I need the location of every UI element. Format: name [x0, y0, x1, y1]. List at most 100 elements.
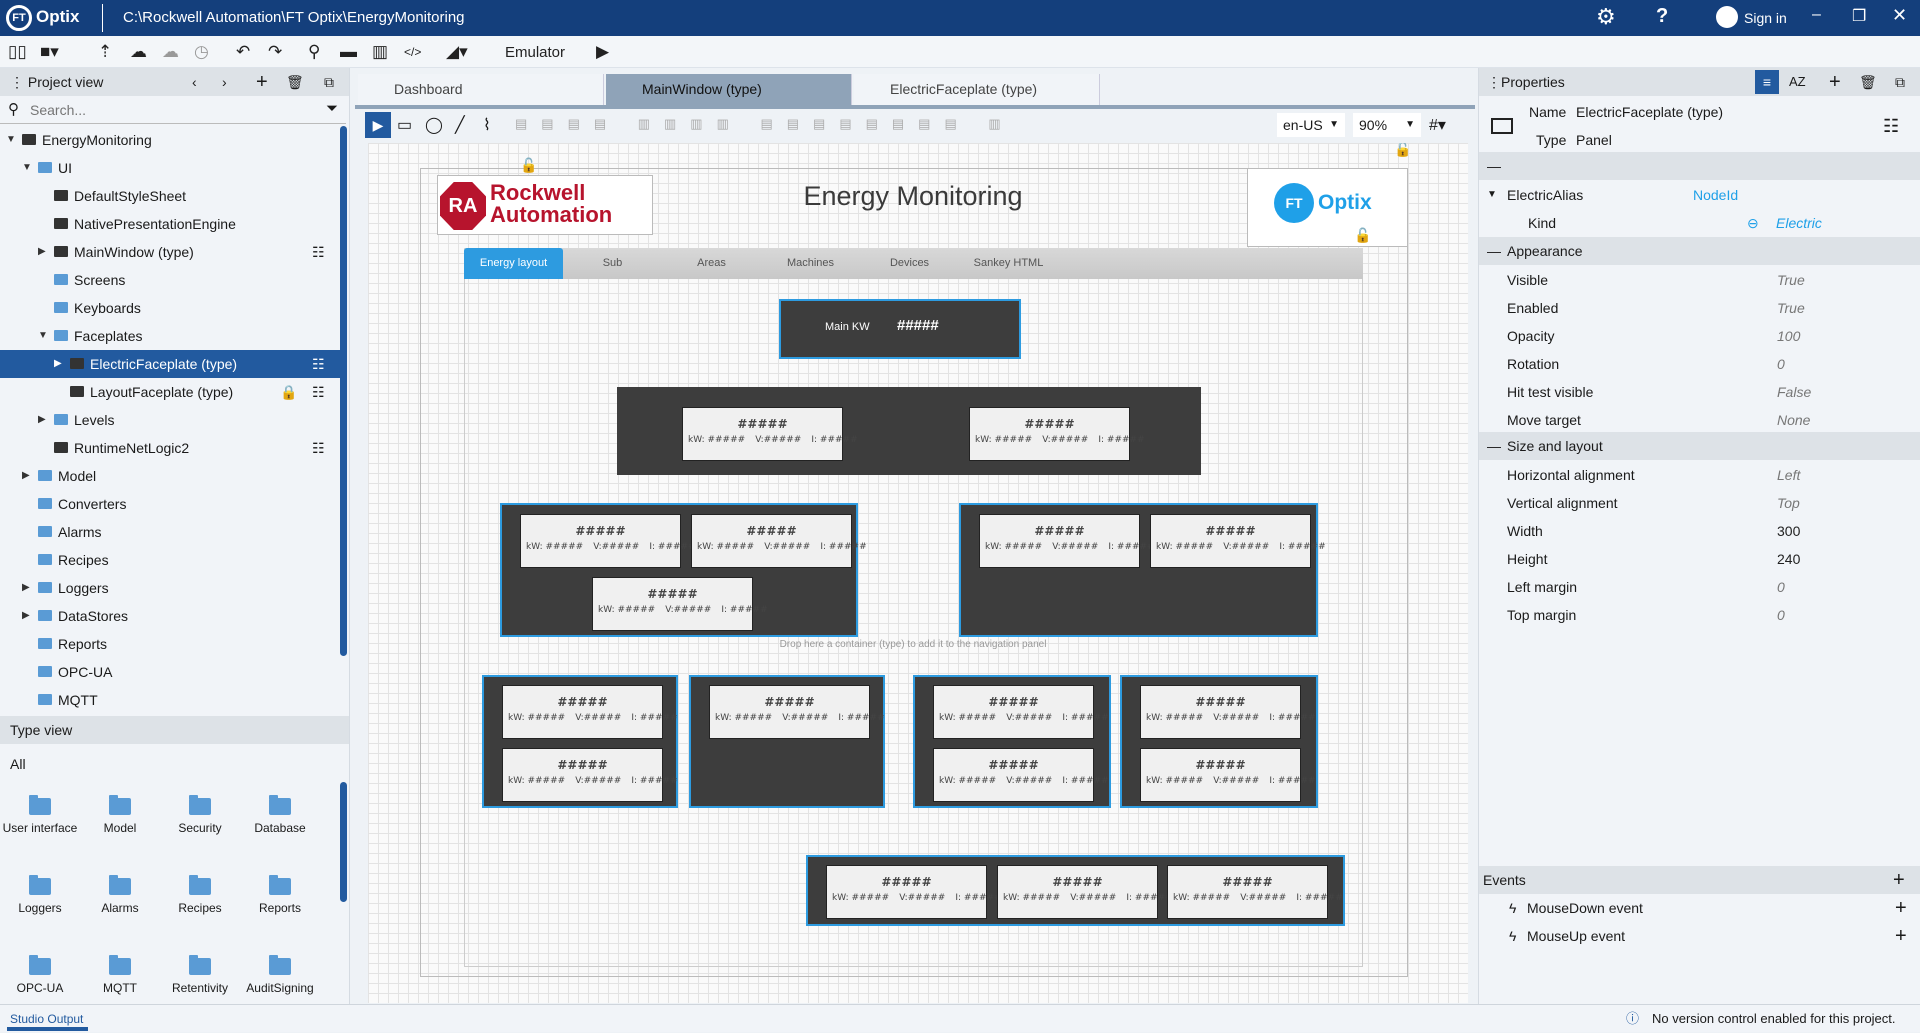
- lock-open-icon[interactable]: 🔓: [1354, 227, 1372, 243]
- run-icon[interactable]: ▶: [596, 42, 610, 61]
- type-view-filter[interactable]: All: [10, 756, 26, 772]
- electric-faceplate[interactable]: #####kW: #####V:#####I: #####: [682, 407, 858, 461]
- tree-item[interactable]: ▶Levels: [0, 406, 340, 434]
- collapse-icon[interactable]: —: [1487, 243, 1501, 259]
- add-event-icon[interactable]: +: [1893, 869, 1905, 891]
- emulator-dropdown[interactable]: Emulator: [505, 44, 566, 61]
- electric-faceplate[interactable]: #####kW: #####V:#####I: #####: [1140, 748, 1316, 802]
- nav-tab[interactable]: Sub: [602, 257, 623, 269]
- type-item[interactable]: OPC-UA: [0, 955, 80, 995]
- nav-tab[interactable]: Areas: [697, 257, 726, 269]
- design-canvas[interactable]: RA Rockwell Automation Energy Monitoring…: [368, 143, 1468, 1003]
- undo-icon[interactable]: ↶: [236, 42, 251, 61]
- type-item[interactable]: Security: [160, 795, 240, 835]
- upload-icon[interactable]: ☁: [130, 42, 147, 61]
- type-item[interactable]: Alarms: [80, 875, 160, 915]
- chevron-right-icon[interactable]: ▶: [22, 470, 30, 481]
- tree-item[interactable]: ▼UI: [0, 154, 340, 182]
- lock-open-icon[interactable]: 🔓: [1394, 143, 1412, 157]
- type-item[interactable]: AuditSigning: [240, 955, 320, 995]
- ellipse-tool-icon[interactable]: ◯: [425, 117, 443, 134]
- chevron-right-icon[interactable]: ▶: [22, 610, 30, 621]
- tree-item[interactable]: DefaultStyleSheet: [0, 182, 340, 210]
- tree-item[interactable]: ▼Faceplates: [0, 322, 340, 350]
- section-appearance[interactable]: —Appearance: [1479, 237, 1920, 265]
- type-item[interactable]: Model: [80, 795, 160, 835]
- tree-item[interactable]: Converters: [0, 490, 340, 518]
- electric-faceplate[interactable]: #####kW: #####V:#####I: #####: [979, 514, 1155, 568]
- edit-settings-icon[interactable]: ☷: [1883, 116, 1900, 136]
- zoom-dropdown[interactable]: 90%▼: [1353, 113, 1421, 137]
- kind-value[interactable]: Electric: [1776, 215, 1822, 231]
- sign-in-button[interactable]: Sign in: [1744, 10, 1787, 26]
- select-tool-icon[interactable]: ▶: [365, 112, 391, 138]
- delete-icon[interactable]: 🗑: [286, 74, 304, 90]
- locale-dropdown[interactable]: en-US▼: [1277, 113, 1345, 137]
- filter-view-icon[interactable]: ≡: [1755, 70, 1779, 94]
- property-value[interactable]: 300: [1777, 523, 1801, 539]
- tree-item[interactable]: NativePresentationEngine: [0, 210, 340, 238]
- edit-settings-icon[interactable]: ☷: [312, 384, 325, 400]
- tree-item[interactable]: ▶MainWindow (type)☷: [0, 238, 340, 266]
- property-value[interactable]: False: [1777, 384, 1812, 400]
- add-icon[interactable]: +: [1829, 71, 1841, 93]
- add-handler-icon[interactable]: +: [1895, 897, 1907, 919]
- popout-icon[interactable]: ⧉: [324, 74, 334, 90]
- tree-item[interactable]: ▶DataStores: [0, 602, 340, 630]
- property-value[interactable]: 100: [1777, 328, 1801, 344]
- property-value[interactable]: 240: [1777, 551, 1801, 567]
- electric-faceplate[interactable]: #####kW: #####V:#####I: #####: [1167, 865, 1343, 919]
- filter-icon[interactable]: ⏷: [326, 100, 339, 117]
- tree-item[interactable]: Recipes: [0, 546, 340, 574]
- chevron-down-icon[interactable]: ▼: [6, 134, 16, 145]
- polyline-tool-icon[interactable]: ⌇: [483, 117, 491, 134]
- name-value[interactable]: ElectricFaceplate (type): [1576, 104, 1724, 120]
- type-item[interactable]: User interface: [0, 795, 80, 835]
- delete-icon[interactable]: 🗑: [1859, 74, 1877, 90]
- nav-tab[interactable]: Energy layout: [464, 248, 563, 279]
- electric-faceplate[interactable]: #####kW: #####V:#####I: #####: [1150, 514, 1326, 568]
- code-icon[interactable]: </>: [404, 45, 422, 59]
- tree-item[interactable]: RuntimeNetLogic2☷: [0, 434, 340, 462]
- chevron-right-icon[interactable]: ▶: [54, 358, 62, 369]
- nav-tab[interactable]: Devices: [889, 257, 930, 269]
- nav-tab[interactable]: Sankey HTML: [973, 257, 1044, 269]
- chevron-down-icon[interactable]: ▼: [38, 330, 48, 341]
- menu-icon[interactable]: ⋮: [10, 74, 28, 90]
- history-icon[interactable]: ◷: [194, 42, 209, 61]
- type-item[interactable]: Recipes: [160, 875, 240, 915]
- tree-item[interactable]: Keyboards: [0, 294, 340, 322]
- search-icon[interactable]: ⚲: [308, 42, 321, 61]
- property-value[interactable]: Top: [1777, 495, 1800, 511]
- user-icon[interactable]: [1716, 6, 1738, 28]
- lock-open-icon[interactable]: 🔓: [520, 157, 538, 173]
- back-icon[interactable]: ‹: [192, 74, 197, 90]
- minimize-button[interactable]: –: [1812, 6, 1821, 23]
- line-tool-icon[interactable]: ╱: [455, 117, 465, 134]
- settings-icon[interactable]: ⚙: [1596, 4, 1616, 29]
- type-item[interactable]: Loggers: [0, 875, 80, 915]
- restore-button[interactable]: ❐: [1852, 8, 1867, 25]
- nav-tab[interactable]: Machines: [786, 257, 835, 269]
- tree-item[interactable]: Alarms: [0, 518, 340, 546]
- close-button[interactable]: ✕: [1892, 5, 1908, 25]
- electric-faceplate[interactable]: #####kW: #####V:#####I: #####: [933, 685, 1109, 739]
- forward-icon[interactable]: ›: [222, 74, 227, 90]
- project-search-input[interactable]: [30, 100, 310, 120]
- tree-item[interactable]: ▶Loggers: [0, 574, 340, 602]
- electric-faceplate[interactable]: #####kW: #####V:#####I: #####: [502, 685, 678, 739]
- section-size[interactable]: —Size and layout: [1479, 432, 1920, 460]
- section-collapse[interactable]: —: [1479, 152, 1920, 180]
- add-icon[interactable]: +: [256, 71, 268, 93]
- sort-az-icon[interactable]: AZ: [1789, 74, 1806, 89]
